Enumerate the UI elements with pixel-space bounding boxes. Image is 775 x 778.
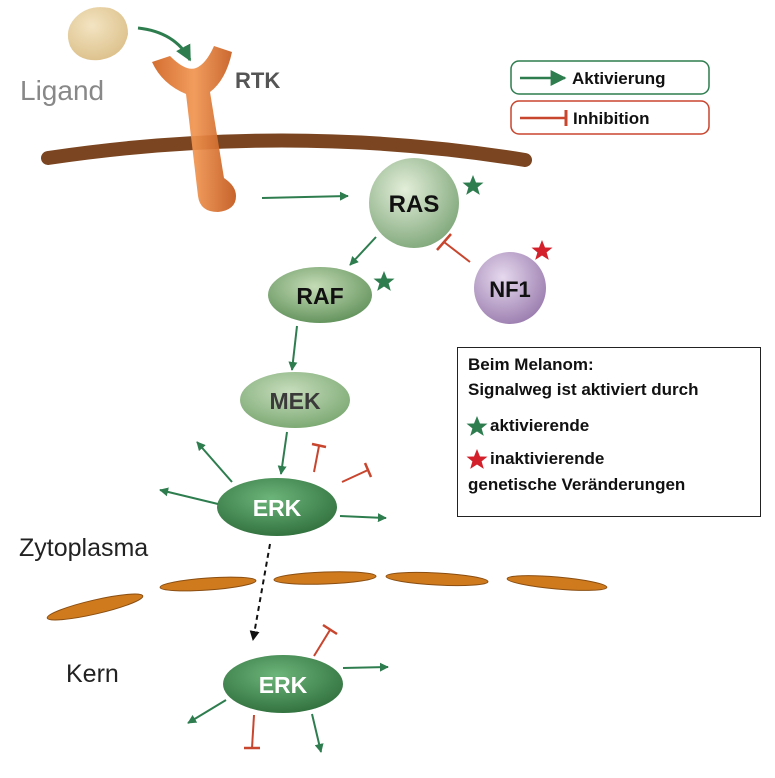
erk-cytoplasm-label: ERK (253, 495, 302, 521)
erk-nucleus-inhibition-1-bar (322, 623, 338, 636)
mek-to-erk-arrow (277, 431, 288, 475)
erk-cytoplasm-node (217, 478, 337, 536)
ras-activating-star-icon (462, 175, 484, 195)
ras-label: RAS (389, 191, 440, 218)
nf1-inhibits-ras (443, 241, 471, 263)
legend-inhibition-label: Inhibition (573, 109, 649, 128)
erk-target-arrow-1 (196, 441, 233, 483)
note-changes: genetische Veränderungen (468, 475, 686, 494)
nuclear-envelope (46, 571, 608, 621)
erk-feedback-inhibition (341, 469, 369, 483)
raf-label: RAF (296, 283, 343, 309)
nf1-inactivating-star-icon (531, 240, 553, 260)
rtk-label: RTK (235, 68, 280, 93)
mek-label: MEK (269, 388, 321, 414)
note-activating-star-icon (466, 416, 488, 436)
erk-target-arrow-2 (159, 487, 219, 505)
erk-nucleus-inhibition-1 (313, 629, 331, 657)
ligand-binding-arrow (137, 26, 192, 62)
legend-activation-label: Aktivierung (572, 69, 666, 88)
erk-nucleus-label: ERK (259, 672, 308, 698)
nucleus-label: Kern (66, 660, 119, 688)
nf1-inhibition-bar (436, 233, 452, 251)
nf1-label: NF1 (489, 277, 531, 302)
raf-activating-star-icon (373, 271, 395, 291)
legend-inhibition-box (510, 100, 710, 135)
ras-to-raf-arrow (349, 236, 377, 266)
erk-target-arrow-3 (339, 513, 387, 523)
cytoplasm-label: Zytoplasma (19, 534, 148, 562)
note-inactivating-star-icon (466, 449, 488, 469)
erk-translocation-arrow (249, 543, 271, 641)
note-activating: aktivierende (490, 416, 590, 435)
ras-node (369, 158, 459, 248)
mek-node (240, 372, 350, 428)
rtk-receptor (152, 46, 236, 212)
note-title: Beim Melanom: (468, 355, 594, 374)
erk-feedback-to-mek-bar (311, 442, 327, 449)
erk-nucleus-arrow-2 (187, 699, 227, 724)
erk-feedback-inhibition-bar (363, 462, 373, 478)
erk-nucleus-node (223, 655, 343, 713)
melanoma-note-box: Beim Melanom: Signalweg ist aktiviert du… (457, 347, 761, 517)
cell-membrane (41, 133, 532, 167)
note-subtitle: Signalweg ist aktiviert durch (468, 380, 699, 399)
raf-node (268, 267, 372, 323)
erk-nucleus-arrow-3 (311, 713, 324, 753)
rtk-to-ras-arrow (261, 191, 349, 201)
erk-feedback-to-mek (313, 445, 320, 473)
erk-nucleus-inhibition-2 (251, 714, 255, 749)
ligand-shape (67, 7, 128, 61)
ligand-label: Ligand (20, 75, 104, 106)
erk-nucleus-arrow-1 (342, 662, 389, 672)
raf-to-mek-arrow (288, 325, 298, 371)
note-inactivating: inaktivierende (490, 449, 605, 468)
nf1-node (474, 252, 546, 324)
